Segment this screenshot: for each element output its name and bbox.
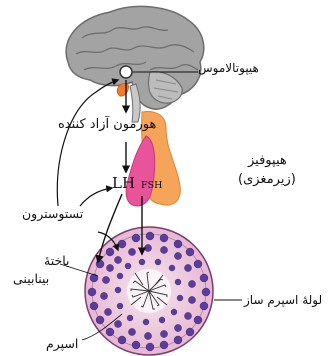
- label-interstitial-cell-line2: بینابینی: [13, 272, 49, 286]
- label-fsh: FSH: [141, 181, 162, 192]
- label-releasing-hormone: هورمون آزاد کننده: [58, 118, 156, 133]
- label-seminiferous-tubule: لولهٔ اسپرم ساز: [244, 294, 322, 308]
- label-pituitary-subtitle: (زیرمغزی): [238, 173, 296, 188]
- label-pituitary: هیپوفیز: [248, 154, 287, 169]
- seminiferous-tubule: [85, 227, 213, 355]
- label-testosterone: تستوسترون: [22, 207, 83, 221]
- arrow-testosterone-feedback-hypothalamus: [57, 80, 118, 206]
- label-interstitial-cell-line1: یاختهٔ: [44, 254, 70, 268]
- label-lh: LH: [112, 175, 135, 192]
- arrow-testosterone-feedback-pituitary: [80, 188, 112, 206]
- brain-illustration: [66, 6, 204, 122]
- label-hypothalamus: هیپوتالاموس: [198, 62, 259, 76]
- label-sperm: اسپرم: [46, 337, 78, 351]
